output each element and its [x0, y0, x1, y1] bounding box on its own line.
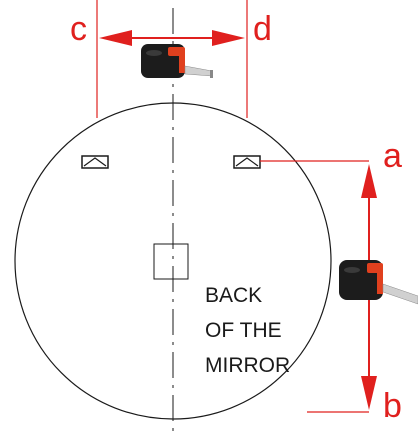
- dimension-label-c: c: [70, 10, 87, 48]
- dimension-label-d: d: [253, 10, 272, 48]
- tape-measure-icon: [141, 44, 213, 78]
- dimension-arrow-cd: [99, 30, 245, 46]
- center-square: [153, 243, 189, 280]
- caption-line-1: BACK: [205, 284, 262, 307]
- mirror-clip-icon: [233, 155, 261, 169]
- mirror-clip-icon: [81, 155, 109, 169]
- dimension-label-b: b: [383, 387, 402, 425]
- dimension-label-a: a: [383, 137, 402, 175]
- tape-measure-icon: [339, 260, 418, 305]
- caption-line-3: MIRROR: [205, 354, 290, 377]
- caption-line-2: OF THE: [205, 319, 282, 342]
